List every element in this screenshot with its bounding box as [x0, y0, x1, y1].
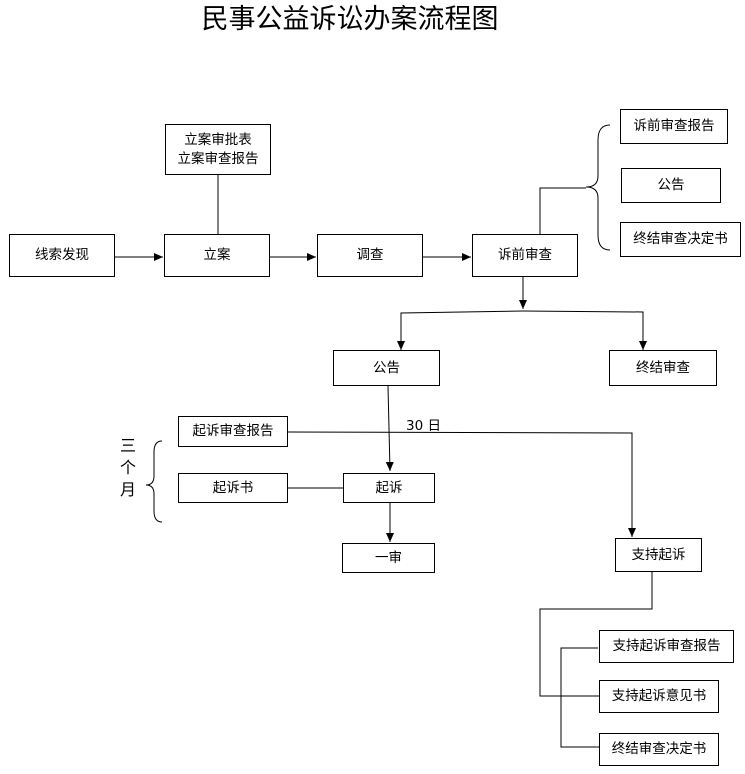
node-clue-discovery: 线索发现 — [9, 234, 115, 277]
brace-three-months — [145, 440, 163, 523]
label-three-months-2: 个 — [119, 458, 136, 477]
page-title: 民事公益诉讼办案流程图 — [201, 4, 499, 35]
node-pre-termination-decision: 终结审查决定书 — [620, 222, 741, 257]
node-pre-litigation-review: 诉前审查 — [472, 234, 578, 277]
node-notice: 公告 — [333, 350, 440, 386]
brace-pre-review-docs — [585, 124, 611, 251]
arrow-branch-to-end-review — [522, 310, 647, 350]
filing-doc-approval-form: 立案审批表 — [184, 131, 252, 148]
connector-pre-review-docs — [539, 187, 586, 234]
node-support-termination-decision: 终结审查决定书 — [599, 733, 719, 766]
node-pre-notice: 公告 — [621, 168, 721, 203]
label-thirty-days: 30 日 — [406, 418, 441, 434]
node-prosecute: 起诉 — [343, 473, 435, 503]
label-three-months-3: 月 — [119, 480, 136, 499]
node-filing-docs: 立案审批表 立案审查报告 — [165, 124, 271, 175]
arrow-branch-to-notice — [397, 310, 524, 350]
arrow-suit-report-to-support — [287, 431, 636, 537]
node-complaint: 起诉书 — [178, 473, 288, 503]
node-support-opinion: 支持起诉意见书 — [599, 680, 719, 713]
node-investigation: 调查 — [317, 234, 423, 277]
filing-doc-review-report: 立案审查报告 — [177, 150, 259, 167]
connector-support-docs — [539, 572, 653, 697]
node-support-prosecution: 支持起诉 — [615, 538, 702, 572]
node-first-trial: 一审 — [342, 543, 435, 573]
node-pre-review-report: 诉前审查报告 — [620, 109, 728, 144]
node-suit-review-report: 起诉审查报告 — [178, 416, 288, 447]
bracket-support-docs — [560, 647, 599, 748]
arrow-notice-to-prosecute — [385, 385, 394, 472]
node-end-review: 终结审查 — [609, 350, 717, 386]
node-support-review-report: 支持起诉审查报告 — [599, 630, 734, 663]
node-filing: 立案 — [164, 234, 270, 277]
label-three-months-1: 三 — [119, 436, 136, 455]
